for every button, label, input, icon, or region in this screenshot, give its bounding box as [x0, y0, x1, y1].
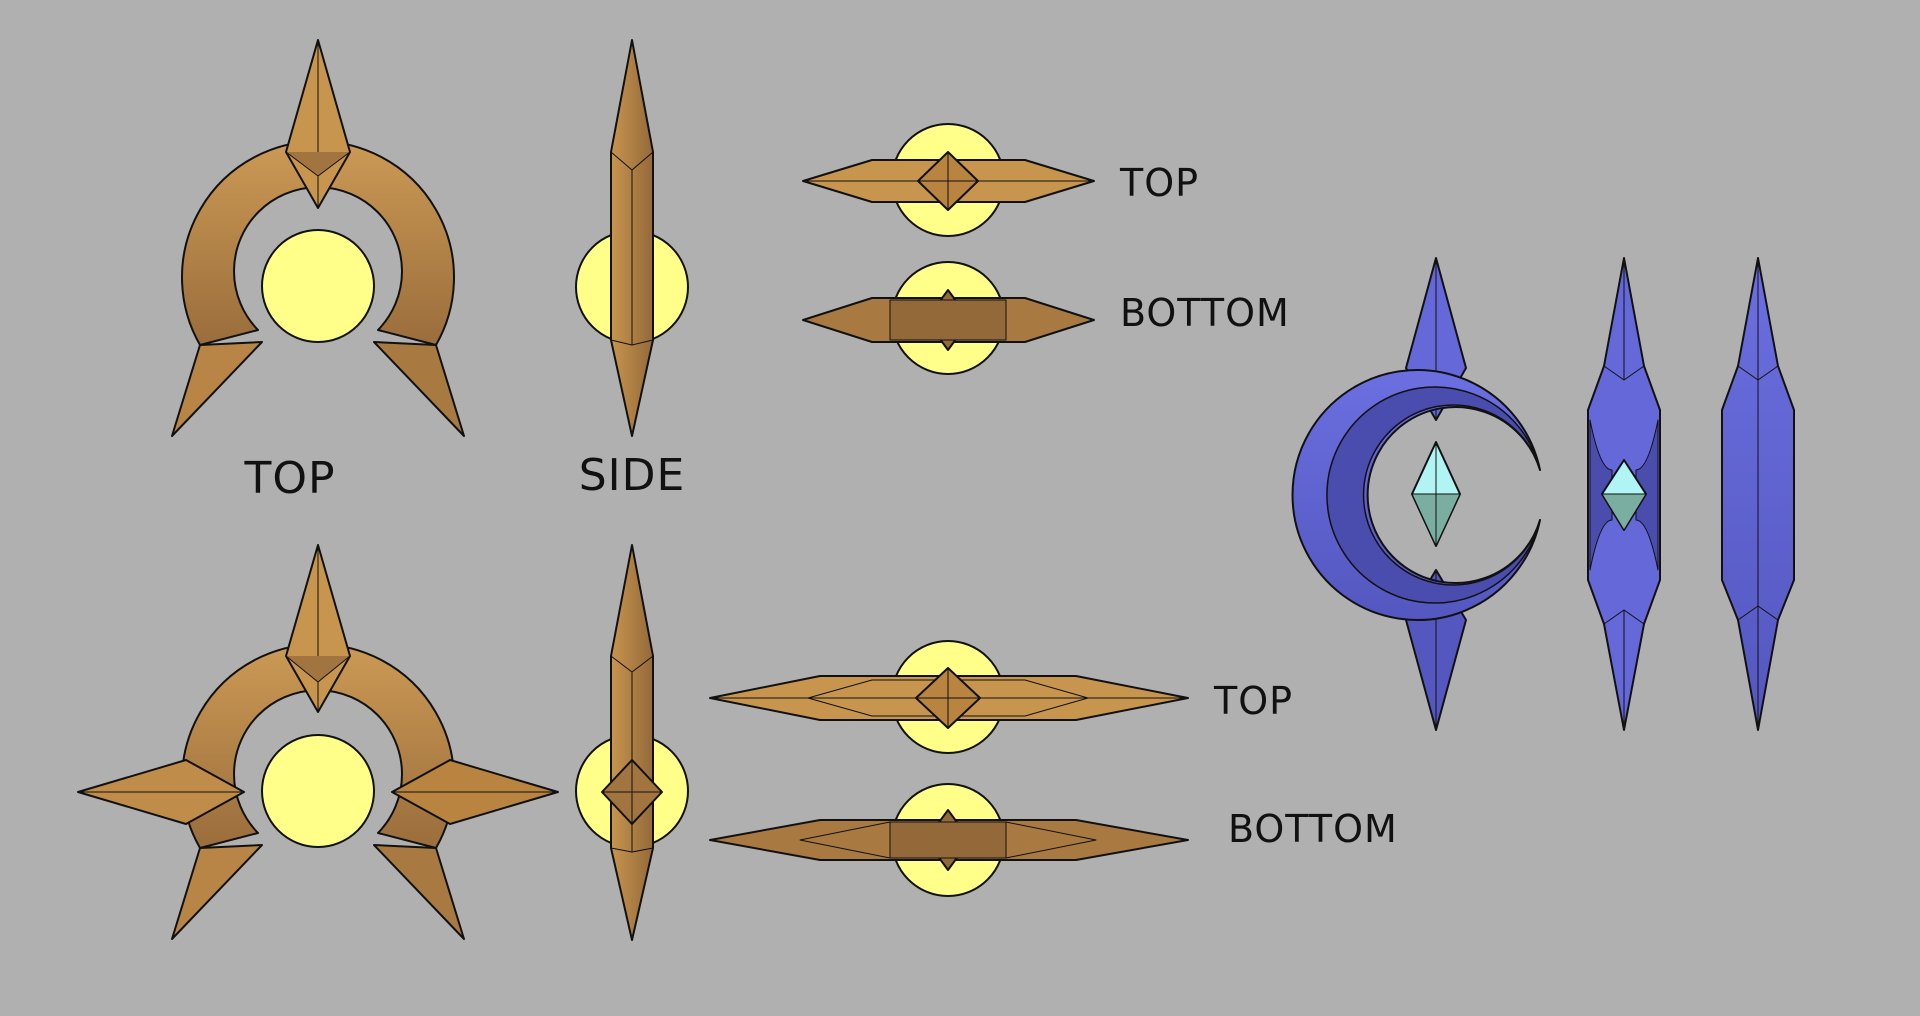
amulet-flat-top-2 [709, 640, 1189, 754]
ring-band [181, 643, 455, 849]
label-flat-bottom-2: BOTTOM [1228, 807, 1398, 851]
ring-band [181, 140, 455, 346]
right-spike [373, 844, 465, 940]
crescent-inner-band [1326, 386, 1541, 604]
label-flat-top-2: TOP [1213, 679, 1293, 723]
crescent-amulet-side [1721, 257, 1795, 731]
label-flat-bottom-1: BOTTOM [1120, 291, 1290, 335]
amulet-top-view-1 [171, 39, 465, 437]
amulet-side-view-1 [575, 39, 689, 437]
amulet-top-view-2 [77, 544, 559, 940]
glow-orb [261, 229, 375, 343]
right-spike [373, 341, 465, 437]
amulet-flat-top-1 [802, 123, 1095, 237]
crescent-amulet-front [1291, 257, 1541, 731]
amulet-flat-bottom-2 [709, 783, 1189, 897]
amulet-flat-bottom-1 [802, 261, 1095, 375]
glow-orb [261, 734, 375, 848]
label-side-view: SIDE [579, 450, 686, 501]
left-spike [171, 341, 263, 437]
amulet-side-view-2 [575, 544, 689, 941]
crescent-amulet-angled [1587, 257, 1661, 731]
label-top-view: TOP [243, 453, 335, 504]
left-spike [171, 844, 263, 940]
label-flat-top-1: TOP [1119, 161, 1199, 205]
